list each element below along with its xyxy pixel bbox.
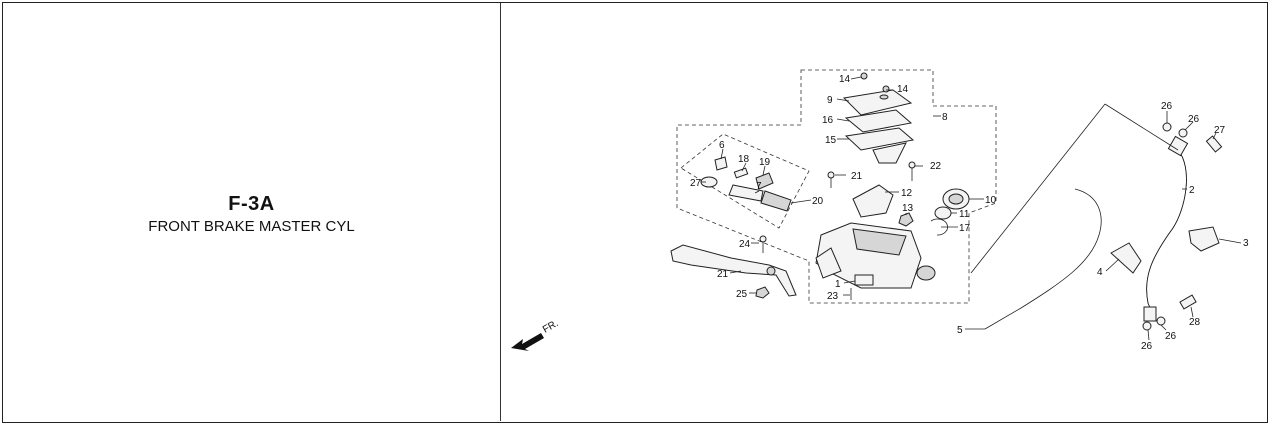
nut-shape — [898, 212, 914, 227]
callout-20: 20 — [812, 196, 824, 207]
piston-shape — [728, 184, 764, 202]
section-name: FRONT BRAKE MASTER CYL — [148, 218, 355, 235]
callout-18: 18 — [738, 154, 750, 165]
clamp-bolt-shape — [827, 171, 835, 179]
diaphragm-shape — [844, 127, 915, 151]
pivot-bolt-head-shape — [759, 235, 767, 243]
lower-fitting-shape — [1143, 306, 1157, 322]
callout-19: 19 — [759, 157, 771, 168]
holder-clamp-shape — [852, 184, 894, 218]
callout-21b: 21 — [717, 269, 729, 280]
brake-cable-line — [984, 188, 1102, 330]
callout-21a: 21 — [851, 171, 863, 182]
screw-shape — [860, 72, 868, 80]
fitting-port-shape — [916, 265, 936, 281]
front-direction-arrow — [511, 333, 544, 351]
cap-hole-shape — [879, 94, 889, 100]
screw-shape — [882, 85, 890, 93]
callout-14b: 14 — [897, 84, 909, 95]
master-cylinder-assembly-outline — [676, 69, 997, 304]
cable-leader-line — [1104, 103, 1179, 151]
callout-27a: 27 — [690, 178, 702, 189]
callout-14a: 14 — [839, 74, 851, 85]
sealing-washer-shape — [1156, 316, 1166, 326]
callout-26c: 26 — [1165, 331, 1177, 342]
callout-4: 4 — [1097, 267, 1103, 278]
circlip-shape — [930, 218, 948, 236]
callout-5: 5 — [957, 325, 963, 336]
callout-23: 23 — [827, 291, 839, 302]
panel-divider — [500, 3, 501, 421]
callout-17: 17 — [959, 223, 971, 234]
callout-2: 2 — [1189, 185, 1195, 196]
brake-lever-shape — [670, 244, 797, 297]
callout-25: 25 — [736, 289, 748, 300]
section-code: F-3A — [228, 193, 275, 215]
callout-13: 13 — [902, 203, 914, 214]
callout-24: 24 — [739, 239, 751, 250]
callout-26d: 26 — [1141, 341, 1153, 352]
callout-11: 11 — [959, 209, 970, 220]
stop-switch-shape — [854, 274, 874, 286]
section-panel: F-3A FRONT BRAKE MASTER CYL — [3, 3, 500, 421]
callout-1: 1 — [835, 279, 841, 290]
callout-6: 6 — [719, 140, 725, 151]
banjo-fitting-shape — [1167, 135, 1189, 157]
o-ring-shape — [934, 206, 952, 220]
lever-nut-shape — [755, 286, 770, 299]
sealing-washer-shape — [1178, 128, 1188, 138]
hose-clamp-shape — [1188, 226, 1220, 252]
leader-lines — [701, 76, 1242, 341]
brake-hose-line — [1146, 149, 1187, 316]
piston-spring-shape — [760, 190, 792, 212]
callout-28: 28 — [1189, 317, 1201, 328]
dust-boot-inner-shape — [948, 193, 964, 205]
section-title-block: F-3A FRONT BRAKE MASTER CYL — [3, 193, 500, 235]
callout-8: 8 — [942, 112, 948, 123]
sealing-washer-shape — [1162, 122, 1172, 132]
reservoir-cap-shape — [842, 89, 913, 116]
callout-7: 7 — [756, 181, 762, 192]
reservoir-well-shape — [852, 228, 907, 256]
lever-pivot-shape — [766, 266, 776, 276]
brake-hose-line — [1146, 149, 1187, 316]
callout-3: 3 — [1243, 238, 1249, 249]
exploded-view-svg: FR. — [511, 69, 1249, 352]
hose-bracket-shape — [1110, 242, 1142, 274]
parts-diagram: FR. — [501, 3, 1268, 421]
direction-label: FR. — [541, 318, 560, 336]
cup-shape — [714, 156, 728, 171]
lower-bolt-shape — [1179, 294, 1197, 310]
callout-27b: 27 — [1214, 125, 1226, 136]
callout-22: 22 — [930, 161, 942, 172]
callout-9: 9 — [827, 95, 833, 106]
spring-shape — [755, 172, 774, 190]
diaphragm-plate-shape — [844, 109, 913, 133]
lever-mount-shape — [815, 247, 842, 279]
callout-16: 16 — [822, 115, 834, 126]
clamp-bolt-shape — [908, 161, 916, 169]
sealing-washer-shape — [1142, 321, 1152, 331]
callout-10: 10 — [985, 195, 997, 206]
banjo-bolt-shape — [1205, 135, 1223, 153]
callout-26a: 26 — [1161, 101, 1173, 112]
callout-12: 12 — [901, 188, 913, 199]
callout-26b: 26 — [1188, 114, 1200, 125]
spring-seat-shape — [733, 167, 749, 179]
cable-leader-line — [970, 103, 1106, 274]
reservoir-boot-shape — [872, 142, 907, 164]
callout-15: 15 — [825, 135, 837, 146]
piston-kit-outline — [680, 133, 810, 229]
